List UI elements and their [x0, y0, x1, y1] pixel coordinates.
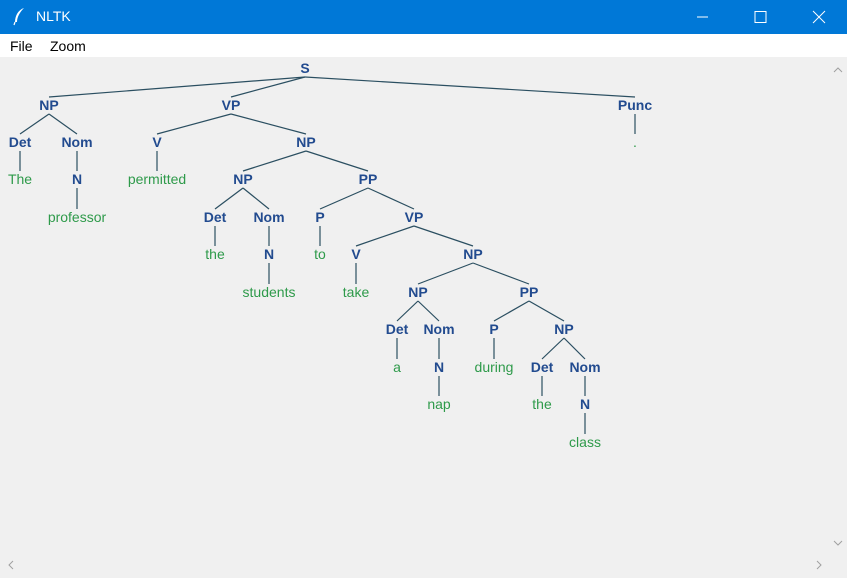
tree-node[interactable]: P	[315, 209, 324, 225]
tree-edge	[242, 187, 270, 210]
tree-leaf[interactable]: the	[532, 396, 552, 412]
tree-node[interactable]: Det	[204, 209, 227, 225]
tree-edge	[19, 113, 50, 135]
tree-edge	[355, 225, 415, 247]
tree-edge	[541, 337, 565, 360]
tree-edge	[242, 150, 307, 172]
tree-node[interactable]: NP	[233, 171, 252, 187]
tree-edge	[417, 300, 440, 322]
title-bar: NLTK	[0, 0, 847, 34]
tree-node[interactable]: VP	[222, 97, 241, 113]
tree-node[interactable]: NP	[296, 134, 315, 150]
tree-leaf[interactable]: .	[633, 134, 637, 150]
tree-leaf[interactable]: to	[314, 246, 326, 262]
tree-edge	[367, 187, 415, 210]
tree-node[interactable]: NP	[554, 321, 573, 337]
tree-node[interactable]: Nom	[61, 134, 92, 150]
tree-edge	[528, 300, 565, 322]
tree-edge	[214, 187, 244, 210]
tree-node[interactable]: Nom	[569, 359, 600, 375]
scroll-right-icon	[816, 560, 822, 570]
tree-edge	[563, 337, 586, 360]
tree-node[interactable]: PP	[359, 171, 378, 187]
close-icon	[812, 10, 826, 24]
tree-node[interactable]: VP	[405, 209, 424, 225]
tree-edge	[305, 150, 369, 172]
tree-edge	[417, 262, 474, 285]
tree-edge	[396, 300, 419, 322]
tree-leaf[interactable]: students	[243, 284, 296, 300]
maximize-icon	[754, 11, 767, 23]
tree-node[interactable]: P	[489, 321, 498, 337]
tree-edge	[493, 300, 530, 322]
tree-edge	[48, 113, 78, 135]
tree-node[interactable]: Nom	[423, 321, 454, 337]
tree-node[interactable]: NP	[463, 246, 482, 262]
tree-edge	[230, 113, 307, 135]
horizontal-scrollbar[interactable]	[0, 556, 828, 573]
tree-node[interactable]: Det	[386, 321, 409, 337]
scrollbar-corner	[828, 556, 847, 573]
tree-edge	[472, 262, 530, 285]
tree-node[interactable]: N	[72, 171, 82, 187]
tree-node[interactable]: V	[351, 246, 361, 262]
tree-edges	[19, 76, 636, 434]
tree-node[interactable]: N	[580, 396, 590, 412]
menu-bar: File Zoom	[0, 34, 847, 57]
tree-node[interactable]: V	[152, 134, 162, 150]
tree-node[interactable]: Punc	[618, 97, 652, 113]
tree-edge	[304, 76, 636, 98]
tree-node[interactable]: S	[300, 60, 309, 76]
minimize-button[interactable]	[673, 0, 731, 34]
tree-edge	[48, 76, 306, 98]
menu-file[interactable]: File	[10, 38, 33, 54]
menu-zoom[interactable]: Zoom	[50, 38, 86, 54]
window-title: NLTK	[36, 8, 71, 24]
close-button[interactable]	[789, 0, 847, 34]
scroll-left-icon	[8, 560, 14, 570]
tree-node[interactable]: PP	[520, 284, 539, 300]
tree-leaf[interactable]: nap	[427, 396, 451, 412]
tree-node[interactable]: Det	[9, 134, 32, 150]
tree-leaf[interactable]: professor	[48, 209, 107, 225]
tree-node[interactable]: NP	[408, 284, 427, 300]
minimize-icon	[697, 16, 708, 18]
scroll-down-icon	[833, 540, 843, 546]
tree-leaf[interactable]: The	[8, 171, 32, 187]
tree-edge	[230, 76, 306, 98]
vscroll-arrows	[833, 67, 843, 546]
tree-node[interactable]: NP	[39, 97, 58, 113]
tree-node[interactable]: Det	[531, 359, 554, 375]
tree-node[interactable]: N	[264, 246, 274, 262]
hscroll-arrows	[8, 560, 822, 570]
tree-edge	[156, 113, 232, 135]
scroll-up-icon	[833, 67, 843, 73]
tree-leaf[interactable]: during	[475, 359, 514, 375]
feather-icon	[13, 8, 24, 26]
vertical-scrollbar[interactable]	[828, 57, 847, 556]
tree-leaf[interactable]: permitted	[128, 171, 186, 187]
tree-leaf[interactable]: the	[205, 246, 225, 262]
tree-node[interactable]: Nom	[253, 209, 284, 225]
tree-leaf[interactable]: a	[393, 359, 401, 375]
tree-node[interactable]: N	[434, 359, 444, 375]
tree-leaf[interactable]: class	[569, 434, 601, 450]
tree-edge	[413, 225, 474, 247]
tree-edge	[319, 187, 369, 210]
tree-leaf[interactable]: take	[343, 284, 370, 300]
maximize-button[interactable]	[731, 0, 789, 34]
